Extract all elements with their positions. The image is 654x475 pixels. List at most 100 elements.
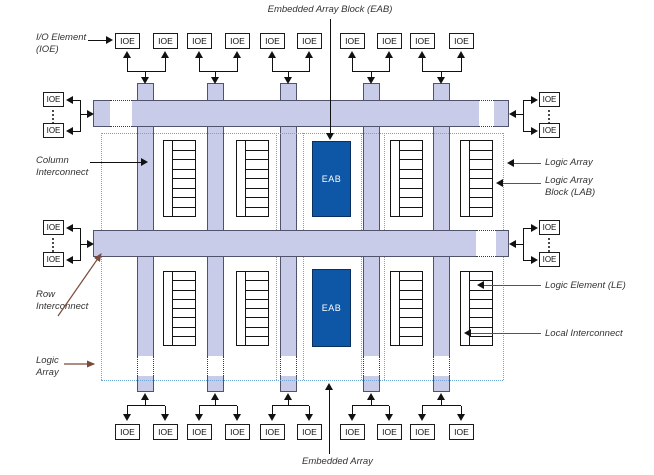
logic-element-cell bbox=[470, 272, 492, 282]
logic-element-cell bbox=[246, 281, 268, 291]
ellipsis-dot bbox=[548, 114, 550, 116]
logic-element-cell bbox=[246, 318, 268, 328]
continuation-break bbox=[137, 356, 154, 376]
logic-element-cell bbox=[246, 328, 268, 337]
arrow-down-icon bbox=[195, 414, 203, 421]
logic-element-cell bbox=[173, 179, 195, 189]
connector-line bbox=[272, 57, 273, 72]
arrow-left-icon bbox=[66, 127, 73, 135]
connector-line bbox=[127, 57, 128, 72]
connector-line bbox=[371, 71, 372, 78]
connector-line bbox=[80, 114, 88, 115]
ioe-label: IOE bbox=[265, 427, 280, 437]
connector-line bbox=[165, 57, 166, 72]
label-text: Block (LAB) bbox=[545, 186, 596, 198]
logic-element-stack bbox=[245, 271, 269, 346]
ellipsis-dot bbox=[548, 110, 550, 112]
logic-element-stack bbox=[469, 140, 493, 217]
ioe-block: IOE bbox=[115, 33, 140, 49]
arrow-down-icon bbox=[385, 414, 393, 421]
arrow-right-icon bbox=[87, 110, 94, 118]
logic-element-cell bbox=[246, 337, 268, 345]
logic-element-cell bbox=[470, 309, 492, 319]
ioe-label: IOE bbox=[230, 427, 245, 437]
connector-line bbox=[516, 244, 524, 245]
ioe-block: IOE bbox=[260, 33, 285, 49]
logic-array-outline bbox=[101, 380, 503, 381]
connector-line bbox=[72, 131, 81, 132]
connector-line bbox=[422, 57, 423, 72]
ioe-label: IOE bbox=[345, 36, 360, 46]
logic-element-cell bbox=[470, 300, 492, 309]
ioe-block: IOE bbox=[297, 424, 322, 440]
connector-line bbox=[237, 57, 238, 72]
connector-line bbox=[352, 406, 353, 414]
logic-element-cell bbox=[173, 151, 195, 160]
logic-element-cell bbox=[470, 208, 492, 217]
ioe-block: IOE bbox=[449, 33, 474, 49]
arrow-up-icon bbox=[123, 51, 131, 58]
ioe-block: IOE bbox=[115, 424, 140, 440]
ioe-label: IOE bbox=[120, 427, 135, 437]
arrow-up-icon bbox=[211, 393, 219, 400]
ellipsis-dot bbox=[52, 122, 54, 124]
logic-element-cell bbox=[173, 141, 195, 151]
logic-element-cell bbox=[470, 170, 492, 179]
logic-element-cell bbox=[400, 337, 422, 345]
ellipsis-dot bbox=[52, 242, 54, 244]
ellipsis-dot bbox=[52, 118, 54, 120]
ioe-label: IOE bbox=[120, 36, 135, 46]
logic-element-cell bbox=[470, 141, 492, 151]
ioe-label: IOE bbox=[345, 427, 360, 437]
ioe-label: IOE bbox=[46, 126, 61, 135]
logic-element-cell bbox=[400, 160, 422, 170]
ioe-label: IOE bbox=[302, 427, 317, 437]
connector-line bbox=[288, 71, 289, 78]
continuation-notch bbox=[110, 100, 132, 127]
ellipsis-dot bbox=[548, 238, 550, 240]
ioe-label: IOE bbox=[46, 255, 61, 264]
label-logic-array-right: Logic Array bbox=[545, 157, 593, 169]
ioe-label: IOE bbox=[158, 36, 173, 46]
arrow-left-icon bbox=[66, 96, 73, 104]
connector-line bbox=[309, 406, 310, 414]
callout-line bbox=[88, 40, 106, 41]
continuation-break bbox=[433, 356, 450, 376]
ioe-label: IOE bbox=[542, 223, 557, 232]
title-embedded-array-block: Embedded Array Block (EAB) bbox=[230, 4, 430, 16]
ellipsis-dot bbox=[52, 114, 54, 116]
ioe-label: IOE bbox=[415, 36, 430, 46]
arrow-up-icon bbox=[195, 51, 203, 58]
logic-array-block bbox=[390, 140, 423, 217]
logic-element-cell bbox=[470, 160, 492, 170]
label-logic-array-left: Logic Array bbox=[36, 355, 59, 378]
logic-element-cell bbox=[400, 272, 422, 282]
logic-element-cell bbox=[246, 141, 268, 151]
logic-element-cell bbox=[470, 291, 492, 300]
connector-line bbox=[523, 131, 532, 132]
ioe-block: IOE bbox=[377, 33, 402, 49]
arrow-up-icon bbox=[418, 51, 426, 58]
connector-line bbox=[516, 114, 524, 115]
ioe-block: IOE bbox=[297, 33, 322, 49]
logic-element-cell bbox=[470, 179, 492, 189]
ioe-label: IOE bbox=[46, 95, 61, 104]
arrow-right-icon bbox=[106, 36, 113, 44]
arrow-down-icon bbox=[284, 77, 292, 84]
logic-array-block bbox=[460, 140, 493, 217]
arrow-left-icon bbox=[496, 179, 503, 187]
connector-line bbox=[72, 100, 81, 101]
ioe-block: IOE bbox=[340, 424, 365, 440]
ioe-block: IOE bbox=[539, 252, 560, 267]
logic-element-cell bbox=[246, 291, 268, 300]
logic-element-cell bbox=[400, 141, 422, 151]
ioe-block: IOE bbox=[377, 424, 402, 440]
arrow-down-icon bbox=[161, 414, 169, 421]
connector-line bbox=[272, 71, 309, 72]
arrow-up-icon bbox=[141, 393, 149, 400]
connector-line bbox=[72, 228, 81, 229]
arrow-down-icon bbox=[367, 77, 375, 84]
label-local-interconnect: Local Interconnect bbox=[545, 328, 623, 340]
ioe-block: IOE bbox=[153, 33, 178, 49]
logic-array-block bbox=[390, 271, 423, 346]
